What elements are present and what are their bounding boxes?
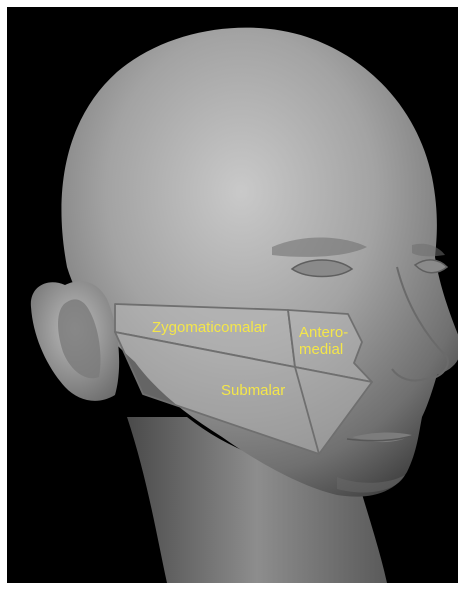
- label-anteromedial-line2: medial: [299, 341, 343, 358]
- label-submalar: Submalar: [221, 382, 285, 399]
- label-zygomaticomalar: Zygomaticomalar: [152, 319, 267, 336]
- face-zone-diagram: Zygomaticomalar Antero- medial Submalar: [7, 7, 458, 583]
- head-illustration: Zygomaticomalar Antero- medial Submalar: [7, 7, 458, 583]
- label-anteromedial-line1: Antero-: [299, 324, 348, 341]
